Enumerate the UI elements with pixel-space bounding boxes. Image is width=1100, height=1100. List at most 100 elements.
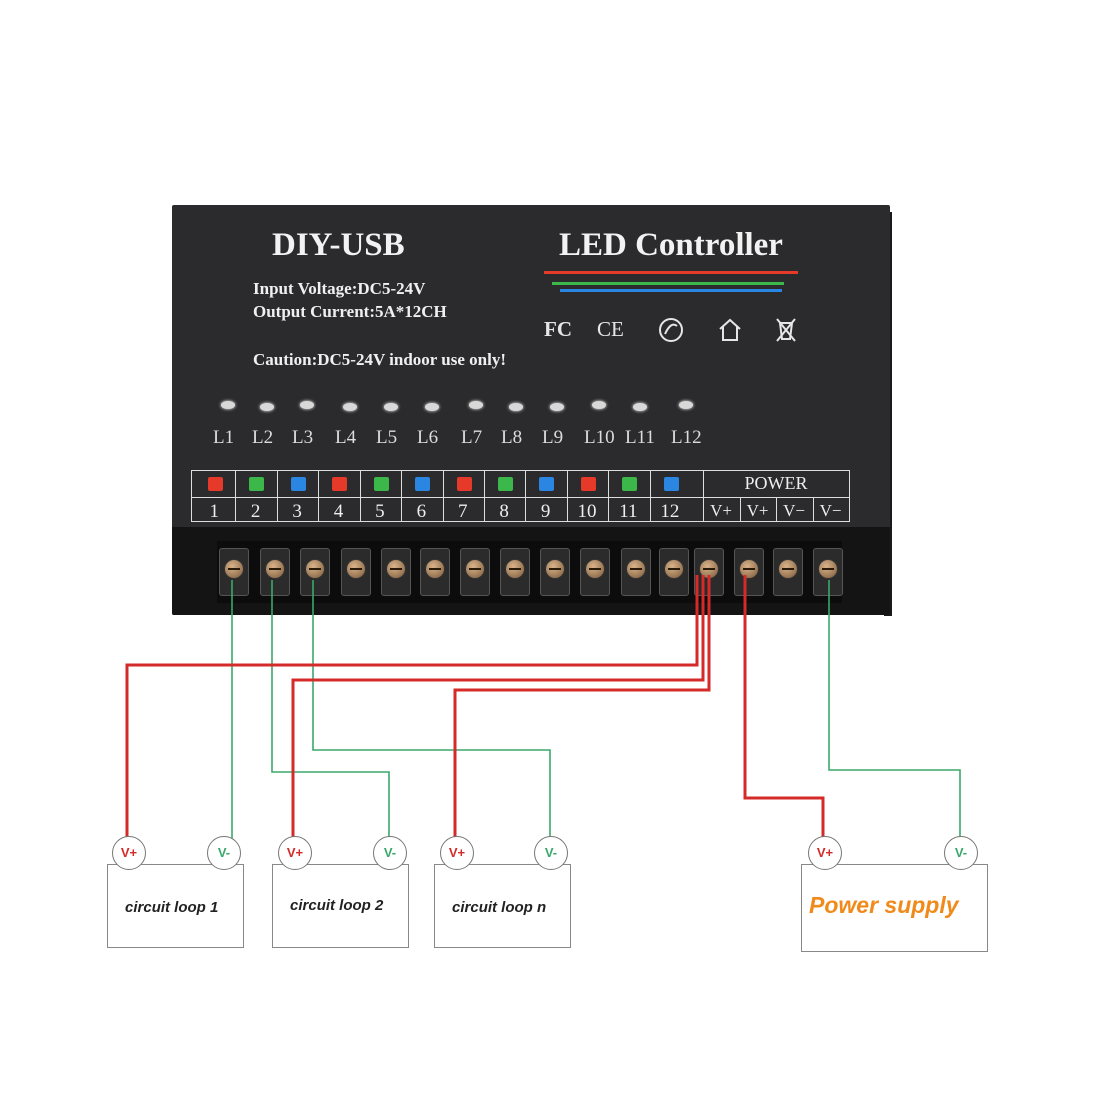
- table-column-divider: [276, 471, 278, 521]
- screw-icon: [224, 559, 244, 579]
- loop-2-plus: V+: [278, 836, 312, 870]
- channel-2-color-swatch: [249, 477, 265, 491]
- terminal-11: [621, 548, 651, 596]
- power-supply-label: Power supply: [809, 892, 959, 918]
- positive-wire-loop-2: [291, 575, 705, 848]
- led-indicator-1: [221, 401, 235, 409]
- brand-label: DIY-USB: [272, 227, 405, 263]
- table-column-divider: [359, 471, 361, 521]
- screw-icon: [425, 559, 445, 579]
- red-stripe: [544, 271, 798, 274]
- screw-icon: [505, 559, 525, 579]
- led-label-4: L4: [335, 427, 357, 448]
- input-voltage: Input Voltage:DC5-24V: [253, 279, 426, 298]
- power-supply-plus: V+: [808, 836, 842, 870]
- power-pin-divider: [776, 497, 777, 521]
- channel-5-number: 5: [375, 501, 385, 522]
- screw-icon: [305, 559, 325, 579]
- channel-11-number: 11: [619, 501, 638, 522]
- terminal-1: [219, 548, 249, 596]
- channel-8-number: 8: [499, 501, 509, 522]
- screw-icon: [585, 559, 605, 579]
- fcc-mark: FC: [544, 317, 572, 341]
- channel-4-color-swatch: [332, 477, 348, 491]
- led-controller-device: DIY-USB LED Controller Input Voltage:DC5…: [172, 205, 890, 615]
- terminal-12: [659, 548, 689, 596]
- output-current: Output Current:5A*12CH: [253, 302, 447, 321]
- loop-1-minus: V-: [207, 836, 241, 870]
- terminal-14: [734, 548, 764, 596]
- table-divider: [192, 497, 849, 498]
- led-label-1: L1: [213, 427, 235, 448]
- power-pin-1-label: V+: [710, 501, 732, 520]
- power-supply-minus: V-: [944, 836, 978, 870]
- led-label-11: L11: [625, 427, 655, 448]
- circuit-loop-1-box: circuit loop 1: [107, 864, 244, 948]
- led-indicator-10: [592, 401, 606, 409]
- table-column-divider: [566, 471, 568, 521]
- channel-1-number: 1: [209, 501, 220, 522]
- led-indicator-7: [469, 401, 483, 409]
- screw-icon: [626, 559, 646, 579]
- ce-mark: CE: [597, 317, 624, 341]
- table-column-divider: [442, 471, 444, 521]
- channel-12-number: 12: [660, 501, 680, 522]
- channel-10-color-swatch: [580, 477, 596, 491]
- led-label-5: L5: [376, 427, 398, 448]
- circuit-loop-n-box: circuit loop n: [434, 864, 571, 948]
- terminal-16: [813, 548, 843, 596]
- channel-11-color-swatch: [622, 477, 638, 491]
- led-indicator-8: [509, 403, 523, 411]
- screw-icon: [265, 559, 285, 579]
- channel-6-color-swatch: [415, 477, 431, 491]
- power-pin-divider: [812, 497, 814, 521]
- table-column-divider: [483, 471, 485, 521]
- screw-icon: [346, 559, 366, 579]
- device-title: LED Controller: [559, 227, 783, 263]
- weee-bin-icon: [776, 318, 796, 342]
- screw-icon: [465, 559, 485, 579]
- loop-2-minus: V-: [373, 836, 407, 870]
- channel-2-number: 2: [250, 501, 261, 522]
- table-column-divider: [318, 471, 320, 521]
- blue-stripe: [560, 289, 782, 292]
- terminal-3: [300, 548, 330, 596]
- screw-icon: [778, 559, 798, 579]
- terminal-9: [540, 548, 570, 596]
- negative-wire-power: [828, 580, 961, 848]
- green-stripe: [552, 282, 784, 285]
- channel-10-number: 10: [577, 501, 597, 522]
- channel-7-number: 7: [458, 501, 468, 522]
- channel-9-color-swatch: [539, 477, 555, 491]
- terminal-10: [580, 548, 610, 596]
- terminal-4: [341, 548, 371, 596]
- positive-wire-loop-n: [453, 575, 711, 848]
- led-indicator-9: [550, 403, 564, 411]
- led-indicator-6: [425, 403, 439, 411]
- channel-8-color-swatch: [497, 477, 513, 491]
- table-column-divider: [235, 471, 237, 521]
- table-column-divider: [608, 471, 610, 521]
- negative-wire-loop-2: [271, 580, 390, 848]
- loop-1-plus: V+: [112, 836, 146, 870]
- terminal-8: [500, 548, 530, 596]
- screw-icon: [739, 559, 759, 579]
- led-indicator-12: [679, 401, 693, 409]
- loop-n-plus: V+: [440, 836, 474, 870]
- led-label-12: L12: [671, 427, 702, 448]
- terminal-6: [420, 548, 450, 596]
- screw-icon: [818, 559, 838, 579]
- power-pin-4-label: V−: [819, 501, 842, 520]
- led-label-7: L7: [461, 427, 483, 448]
- circuit-loop-2-label: circuit loop 2: [290, 897, 384, 914]
- table-column-divider: [525, 471, 527, 521]
- loop-n-minus: V-: [534, 836, 568, 870]
- led-label-6: L6: [417, 427, 439, 448]
- led-label-2: L2: [252, 427, 274, 448]
- table-column-divider: [649, 471, 651, 521]
- terminal-5: [381, 548, 411, 596]
- led-label-3: L3: [292, 427, 314, 448]
- terminal-2: [260, 548, 290, 596]
